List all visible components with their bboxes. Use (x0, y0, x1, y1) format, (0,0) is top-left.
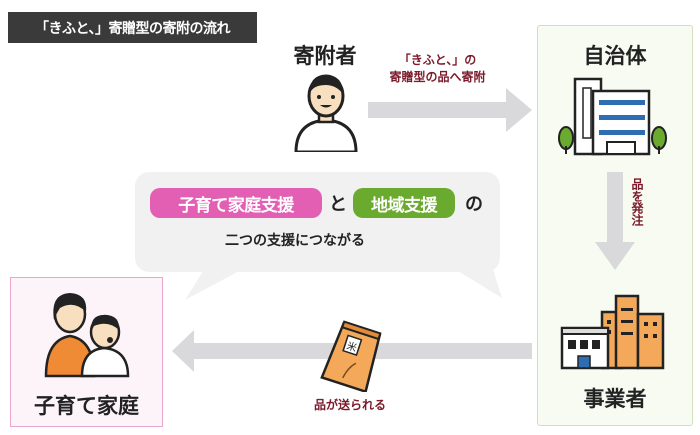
donor-person-icon (294, 74, 358, 152)
municipality-label: 自治体 (583, 44, 647, 68)
family-support-pill: 子育て家庭支援 (150, 188, 322, 218)
support-speech-bubble: 子育て家庭支援 と 地域支援 の 二つの支援につながる (135, 172, 500, 272)
particle-text: の (465, 194, 483, 215)
arrow-right-icon (368, 88, 532, 132)
rice-bag-icon: 米 (320, 320, 382, 392)
rice-bag-text: 米 (345, 339, 359, 354)
arrow-down-icon (595, 172, 635, 270)
bubble-subtitle: 二つの支援につながる (225, 233, 365, 249)
parent-child-icon (44, 293, 130, 378)
business-label: 事業者 (583, 387, 647, 411)
municipality-building-icon (558, 77, 667, 156)
conjunction-text: と (329, 194, 347, 215)
business-building-icon (560, 294, 665, 370)
page-title: 「きふと、」寄贈型の寄附の流れ (8, 12, 257, 43)
family-label: 子育て家庭 (34, 394, 139, 418)
order-arrow-label: 品を発注 (630, 178, 644, 226)
donor-label: 寄附者 (293, 44, 357, 68)
donate-arrow-label-2: 寄贈型の品へ寄附 (389, 70, 486, 84)
regional-support-pill: 地域支援 (353, 188, 455, 218)
donate-arrow-label-1: 「きふと、」の (398, 53, 477, 67)
ship-arrow-label: 品が送られる (313, 398, 386, 412)
